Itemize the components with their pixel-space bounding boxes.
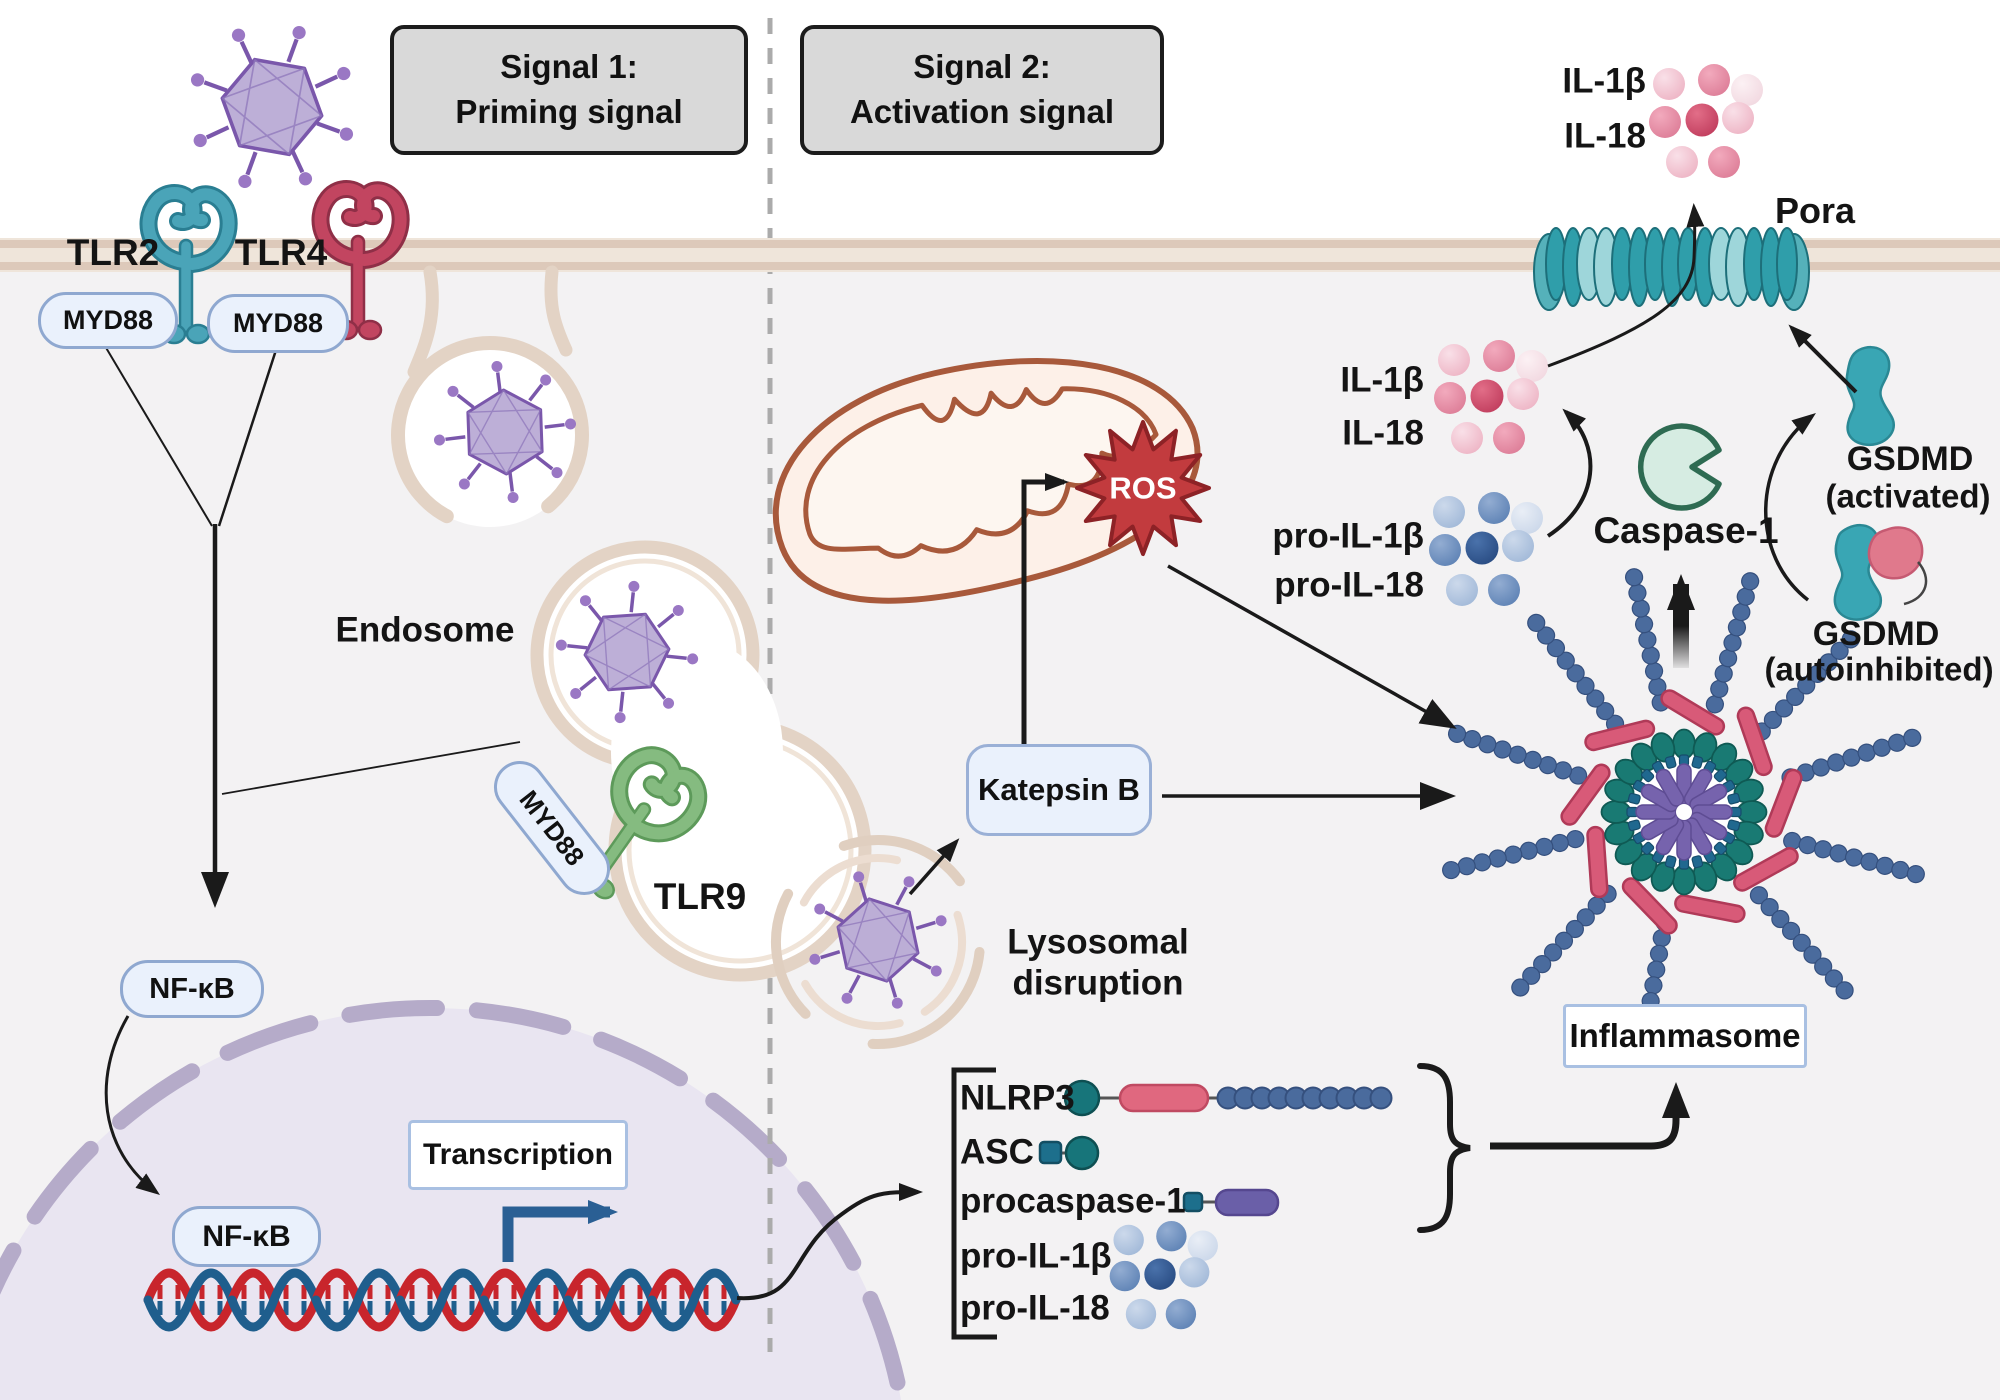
il1b-mature-label: IL-1β (1340, 360, 1424, 400)
gsdmd-membrane-pore (1533, 227, 1810, 311)
procaspase1-domain-glyph (1182, 1188, 1280, 1217)
disrupted-lysosome (771, 835, 985, 1049)
signal2-line2: Activation signal (849, 93, 1115, 130)
gsdmd-activated-protein (1845, 345, 1896, 446)
pro-il1b-list-label: pro-IL-1β (960, 1236, 1112, 1276)
il18-mature-label: IL-18 (1342, 413, 1424, 453)
pore-label: Pora (1774, 189, 1856, 231)
pro-il-cytokines-cluster (1429, 492, 1543, 606)
nlrp3-label: NLRP3 (960, 1078, 1075, 1118)
nucleus (0, 1000, 910, 1400)
gsdmd-autoinhibited-name: GSDMD (1812, 614, 1940, 653)
gsdmd-autoinhibited-state: (autoinhibited) (1764, 650, 1994, 688)
asc-label: ASC (960, 1132, 1034, 1172)
il1b-released-label: IL-1β (1562, 61, 1646, 101)
endosome-label: Endosome (335, 610, 515, 650)
lysosomal-disruption-label: Lysosomal disruption (1007, 922, 1189, 1005)
pro-il1b-mid-label: pro-IL-1β (1272, 516, 1424, 556)
tlr9-label: TLR9 (653, 876, 747, 918)
tlr2-label: TLR2 (66, 232, 160, 274)
pro-il18-list-label: pro-IL-18 (960, 1288, 1110, 1328)
nlrp3-domain-glyph (1063, 1079, 1393, 1117)
pro-il-list-cluster (1109, 1221, 1218, 1330)
inflammasome-box: Inflammasome (1563, 1004, 1807, 1068)
gsdmd-autoinhibited-protein (1833, 523, 1928, 621)
il18-released-label: IL-18 (1564, 116, 1646, 156)
caspase1-label: Caspase-1 (1593, 510, 1779, 552)
gsdmd-activated-state: (activated) (1825, 477, 1991, 515)
katepsin-b-box: Katepsin B (966, 744, 1152, 836)
myd88-pill-tlr4: MYD88 (207, 294, 349, 353)
nfkb-pill-cytoplasm: NF-κB (120, 960, 264, 1018)
component-list-bracket (951, 1067, 997, 1340)
pro-il18-mid-label: pro-IL-18 (1274, 565, 1424, 605)
assembly-brace (1417, 1063, 1471, 1233)
caspase-petal-core (1635, 763, 1733, 861)
signal2-line1: Signal 2: (913, 48, 1051, 86)
mitochondrion (772, 358, 1201, 604)
il-cytokines-mature-cluster (1434, 340, 1548, 454)
transcription-start-arrow (502, 1200, 618, 1262)
lysosomal-line2: disruption (1012, 964, 1184, 1003)
myd88-pill-tlr2: MYD88 (38, 292, 178, 349)
inflammasome-complex (1440, 566, 1927, 1059)
ros-burst (1075, 420, 1211, 556)
signal1-title-box: Signal 1: Priming signal (390, 25, 748, 155)
asc-domain-glyph (1038, 1135, 1100, 1171)
tlr4-label: TLR4 (234, 232, 328, 274)
arrows (104, 203, 1858, 1340)
caspase1-enzyme (1637, 423, 1722, 511)
transcription-box: Transcription (408, 1120, 628, 1190)
procaspase1-label: procaspase-1 (960, 1181, 1186, 1221)
signal2-title-box: Signal 2: Activation signal (800, 25, 1164, 155)
ros-label: ROS (1109, 470, 1177, 506)
signal1-line2: Priming signal (455, 93, 683, 130)
gsdmd-activated-name: GSDMD (1846, 439, 1974, 478)
signal1-line1: Signal 1: (500, 48, 638, 86)
nfkb-pill-nucleus: NF-κB (172, 1206, 321, 1267)
lysosomal-line1: Lysosomal (1007, 922, 1189, 962)
